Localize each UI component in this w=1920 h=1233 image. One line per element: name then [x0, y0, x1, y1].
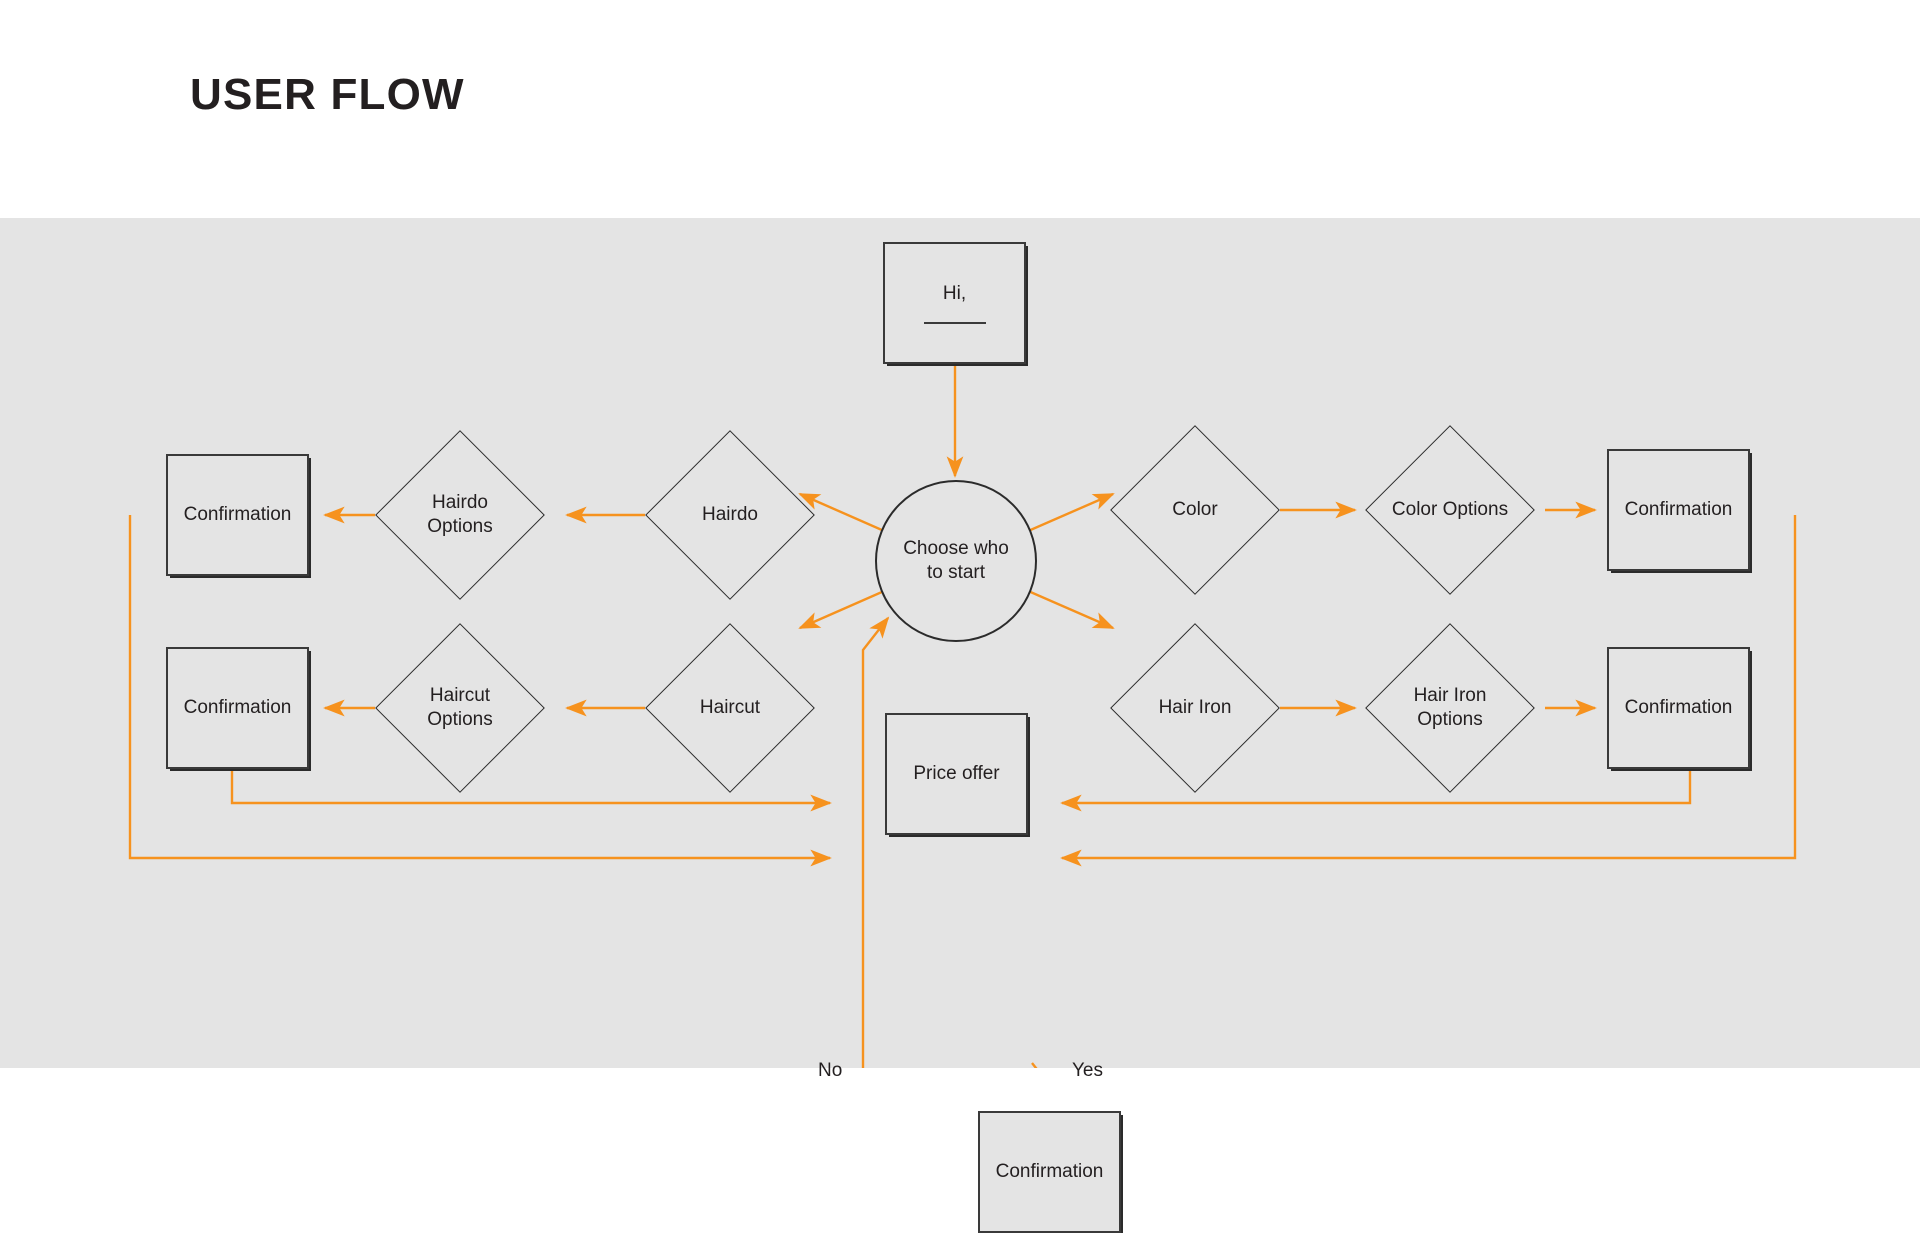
edge-price-offer-no-to-hub — [861, 616, 890, 1068]
price-offer-label: Price offer — [913, 762, 1000, 784]
edge-right-upper-confirmation-return — [1060, 515, 1797, 867]
name-blank-line — [923, 322, 986, 325]
node-hairdo[interactable]: Hairdo — [645, 430, 815, 600]
node-confirmation-hair-iron[interactable]: Confirmation — [1607, 647, 1750, 769]
edge-label-no: No — [818, 1060, 843, 1081]
confirmation-color-label: Confirmation — [1624, 498, 1733, 520]
edge-right-lower-confirmation-return — [1060, 770, 1692, 812]
node-hair-iron[interactable]: Hair Iron — [1110, 623, 1280, 793]
node-confirmation-hairdo-box[interactable]: Confirmation — [166, 454, 309, 576]
node-confirmation-haircut[interactable]: Confirmation — [166, 647, 309, 769]
node-start-greeting[interactable]: Hi, — [883, 242, 1026, 364]
edge-left-lower-confirmation-return — [230, 770, 832, 812]
confirmation-hair-iron-label: Confirmation — [1624, 696, 1733, 718]
haircut-options-label: Haircut Options — [427, 684, 493, 730]
color-options-label: Color Options — [1391, 498, 1509, 520]
node-hair-iron-options[interactable]: Hair Iron Options — [1365, 623, 1535, 793]
edge-label-yes: Yes — [1072, 1060, 1103, 1081]
node-color[interactable]: Color — [1110, 425, 1280, 595]
decision-hub-label: Choose who to start — [903, 537, 1009, 583]
node-final-confirmation[interactable]: Confirmation — [978, 1111, 1121, 1233]
node-color-options[interactable]: Color Options — [1365, 425, 1535, 595]
edge-left-upper-confirmation-return — [128, 515, 832, 867]
node-decision-hub[interactable]: Choose who to start — [875, 480, 1037, 642]
color-label: Color — [1172, 498, 1218, 520]
hairdo-label: Hairdo — [702, 503, 758, 525]
node-haircut-options[interactable]: Haircut Options — [375, 623, 545, 793]
edge-price-offer-yes-to-confirmation — [1031, 1062, 1038, 1068]
confirmation-hairdo-label: Confirmation — [183, 503, 292, 525]
node-price-offer[interactable]: Price offer — [885, 713, 1028, 835]
node-confirmation-color[interactable]: Confirmation — [1607, 449, 1750, 571]
node-haircut[interactable]: Haircut — [645, 623, 815, 793]
hair-iron-options-label: Hair Iron Options — [1413, 684, 1487, 730]
hairdo-options-label: Hairdo Options — [427, 491, 493, 537]
header-band: USER FLOW — [0, 0, 1920, 218]
page-title: USER FLOW — [190, 70, 465, 119]
final-confirmation-label: Confirmation — [995, 1160, 1104, 1182]
start-greeting-label: Hi, — [942, 282, 967, 304]
hair-iron-label: Hair Iron — [1158, 696, 1232, 718]
confirmation-haircut-label: Confirmation — [183, 696, 292, 718]
diagram-canvas: Hi, Choose who to start Hairdo Hairdo Op… — [0, 218, 1920, 1233]
connector-edges — [128, 362, 1797, 1068]
haircut-label: Haircut — [699, 696, 761, 718]
node-hairdo-options[interactable]: Hairdo Options — [375, 430, 545, 600]
